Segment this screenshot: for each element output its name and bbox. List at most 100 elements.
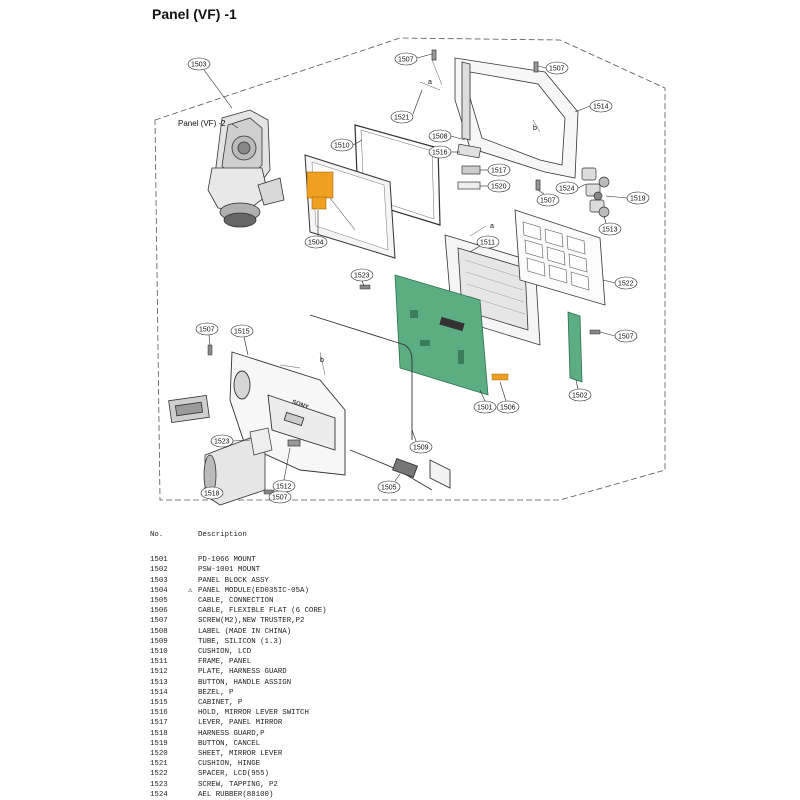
parts-row: 1508 LABEL (MADE IN CHINA) — [150, 627, 570, 637]
callout-1507-top: 1507 — [394, 52, 433, 66]
guide-letter-b-lower: b — [320, 357, 324, 364]
safety-warning-icon — [188, 688, 198, 698]
svg-text:1523: 1523 — [354, 273, 370, 280]
part-number: 1508 — [150, 627, 168, 636]
part-description: HARNESS GUARD,P — [198, 729, 265, 738]
callout-1513: 1513 — [598, 215, 622, 236]
part-number: 1517 — [150, 719, 168, 728]
svg-text:1523: 1523 — [214, 439, 230, 446]
part-description: BUTTON, CANCEL — [198, 739, 261, 748]
callout-1505: 1505 — [377, 473, 401, 494]
part-number: 1514 — [150, 688, 168, 697]
safety-warning-icon: ⚠ — [188, 586, 193, 595]
connection-cable-1505 — [349, 449, 451, 491]
callout-1507-left: 1507 — [195, 322, 219, 346]
svg-text:1503: 1503 — [191, 62, 207, 69]
safety-warning-icon — [188, 627, 198, 637]
brand-logo: SONY — [291, 399, 309, 410]
svg-text:1507: 1507 — [272, 495, 288, 502]
part-description: BEZEL, P — [198, 688, 234, 697]
safety-warning-icon — [188, 555, 198, 565]
svg-text:1507: 1507 — [540, 198, 556, 205]
svg-text:1507: 1507 — [199, 327, 215, 334]
safety-warning-icon — [188, 616, 198, 626]
part-description: CUSHION, HINGE — [198, 760, 261, 769]
svg-text:1513: 1513 — [602, 227, 618, 234]
callout-1507-right: 1507 — [599, 329, 638, 343]
part-description: CABINET, P — [198, 699, 243, 708]
mirror-lever-parts — [431, 49, 541, 191]
part-description: SCREW(M2),NEW TRUSTER,P2 — [198, 617, 305, 626]
safety-warning-icon — [188, 718, 198, 728]
svg-text:1502: 1502 — [572, 393, 588, 400]
panel-block-boundary — [154, 37, 666, 501]
callout-1509: 1509 — [409, 429, 433, 454]
safety-warning-icon — [188, 708, 198, 718]
svg-text:1518: 1518 — [204, 491, 220, 498]
svg-text:1519: 1519 — [630, 196, 646, 203]
svg-text:1516: 1516 — [432, 150, 448, 157]
guide-letters: a b a b — [320, 79, 537, 364]
part-number: 1516 — [150, 709, 168, 718]
part-number: 1506 — [150, 607, 168, 616]
svg-text:1511: 1511 — [480, 240, 495, 247]
part-description: SPACER, LCD(955) — [198, 770, 269, 779]
safety-warning-icon — [188, 749, 198, 759]
parts-row: 1518 HARNESS GUARD,P — [150, 729, 570, 739]
part-number: 1524 — [150, 790, 168, 799]
callouts: 1503 1507 1507 1514 1521 1508 1510 1516 — [187, 52, 650, 504]
part-number: 1507 — [150, 617, 168, 626]
safety-warning-icon — [188, 759, 198, 769]
part-number: 1518 — [150, 729, 168, 738]
callout-1506: 1506 — [496, 381, 520, 414]
parts-row: 1517 LEVER, PANEL MIRROR — [150, 718, 570, 728]
callout-1515: 1515 — [230, 324, 254, 356]
parts-row: 1514 BEZEL, P — [150, 688, 570, 698]
part-number: 1505 — [150, 597, 168, 606]
safety-warning-icon — [188, 790, 198, 800]
svg-text:1512: 1512 — [276, 484, 292, 491]
svg-text:1515: 1515 — [234, 329, 250, 336]
safety-warning-icon — [188, 576, 198, 586]
part-number: 1520 — [150, 750, 168, 759]
part-number: 1511 — [150, 658, 168, 667]
part-number: 1504 — [150, 586, 168, 595]
safety-warning-icon — [188, 667, 198, 677]
callout-1519: 1519 — [605, 191, 650, 205]
callout-1501: 1501 — [473, 389, 497, 414]
part-description: LABEL (MADE IN CHINA) — [198, 627, 292, 636]
parts-row: 1522 SPACER, LCD(955) — [150, 769, 570, 779]
safety-warning-icon — [188, 596, 198, 606]
callout-1523-top: 1523 — [350, 268, 374, 287]
safety-warning-icon — [188, 769, 198, 779]
safety-warning-icon — [188, 739, 198, 749]
callout-1524: 1524 — [555, 181, 587, 195]
part-description: CUSHION, LCD — [198, 648, 252, 657]
safety-warning-icon — [188, 647, 198, 657]
part-description: LEVER, PANEL MIRROR — [198, 719, 283, 728]
svg-text:1507: 1507 — [549, 66, 565, 73]
parts-list-header: No. Description — [150, 530, 570, 540]
safety-warning-icon — [188, 780, 198, 790]
callout-1522: 1522 — [602, 276, 638, 290]
part-description: PANEL MODULE(ED035IC-05A) — [198, 586, 309, 595]
svg-text:1520: 1520 — [491, 184, 507, 191]
part-number: 1522 — [150, 770, 168, 779]
svg-text:1522: 1522 — [618, 281, 634, 288]
cancel-button-cluster — [581, 167, 610, 218]
part-description: PANEL BLOCK ASSY — [198, 576, 269, 585]
header-no: No. — [150, 531, 164, 539]
part-number: 1513 — [150, 678, 168, 687]
part-description: CABLE, CONNECTION — [198, 597, 274, 606]
bezel-1514 — [454, 57, 579, 179]
safety-warning-icon — [188, 637, 198, 647]
panel-module-1504 — [304, 154, 396, 259]
part-number: 1510 — [150, 648, 168, 657]
guide-letter-a: a — [428, 79, 432, 86]
